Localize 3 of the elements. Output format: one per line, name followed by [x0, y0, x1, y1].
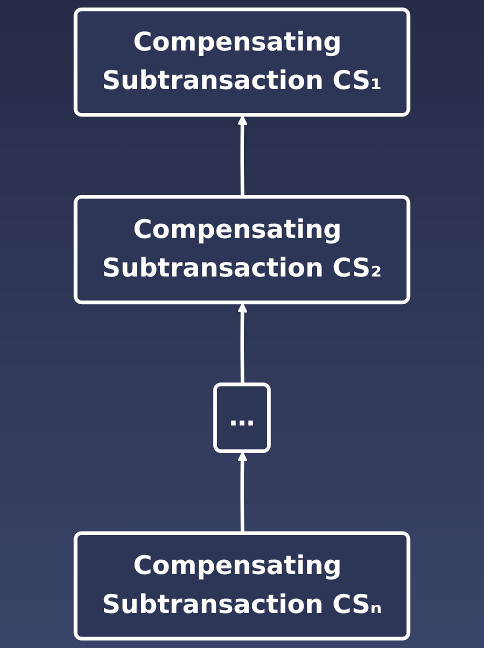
arrow	[237, 302, 248, 385]
arrow	[237, 451, 248, 534]
arrow	[237, 114, 248, 198]
